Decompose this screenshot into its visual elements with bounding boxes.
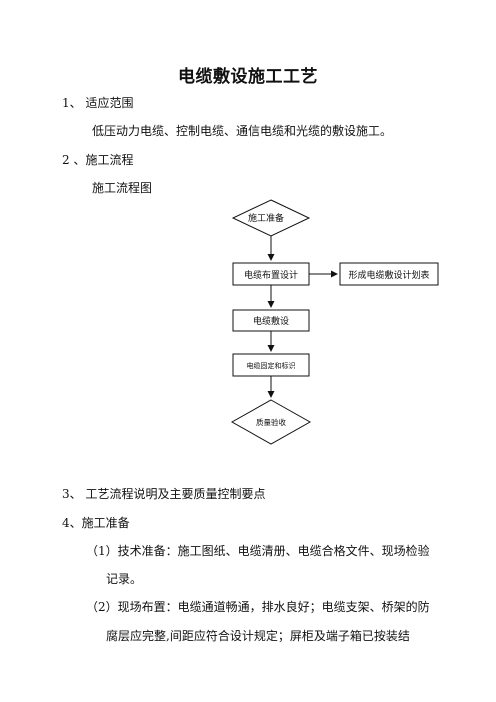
flow-step-fixing-label: 电缆固定和标识	[247, 361, 296, 370]
flow-end-label: 质量验收	[256, 417, 286, 427]
item-1-line-2: 记录。	[106, 572, 143, 586]
section-1-body: 低压动力电缆、控制电缆、通信电缆和光缆的敷设施工。	[92, 124, 393, 138]
section-1-heading: 1、 适应范围	[62, 96, 134, 110]
section-4-heading: 4、施工准备	[62, 516, 130, 530]
step-plan-box	[339, 262, 439, 286]
document-title: 电缆敷设施工工艺	[178, 67, 318, 87]
item-1-line-1: （1）技术准备：施工图纸、电缆清册、电缆合格文件、现场检验	[86, 544, 430, 558]
item-2-line-2: 腐层应完整,间距应符合设计规定；屏柜及端子箱已按装结	[106, 629, 410, 643]
section-2-subheading: 施工流程图	[92, 181, 153, 195]
flow-step-design-label: 电缆布置设计	[244, 269, 298, 281]
section-2-heading: 2 、施工流程	[62, 153, 134, 167]
flow-step-laying-label: 电缆敷设	[253, 315, 289, 327]
section-3-heading: 3、 工艺流程说明及主要质量控制要点	[62, 487, 266, 501]
end-diamond	[230, 399, 312, 445]
item-2-line-1: （2）现场布置：电缆通道畅通，排水良好；电缆支架、桥架的防	[86, 600, 430, 614]
flow-side-label: 形成电缆敷设计划表	[348, 269, 429, 281]
flow-start-label: 施工准备	[248, 212, 284, 224]
